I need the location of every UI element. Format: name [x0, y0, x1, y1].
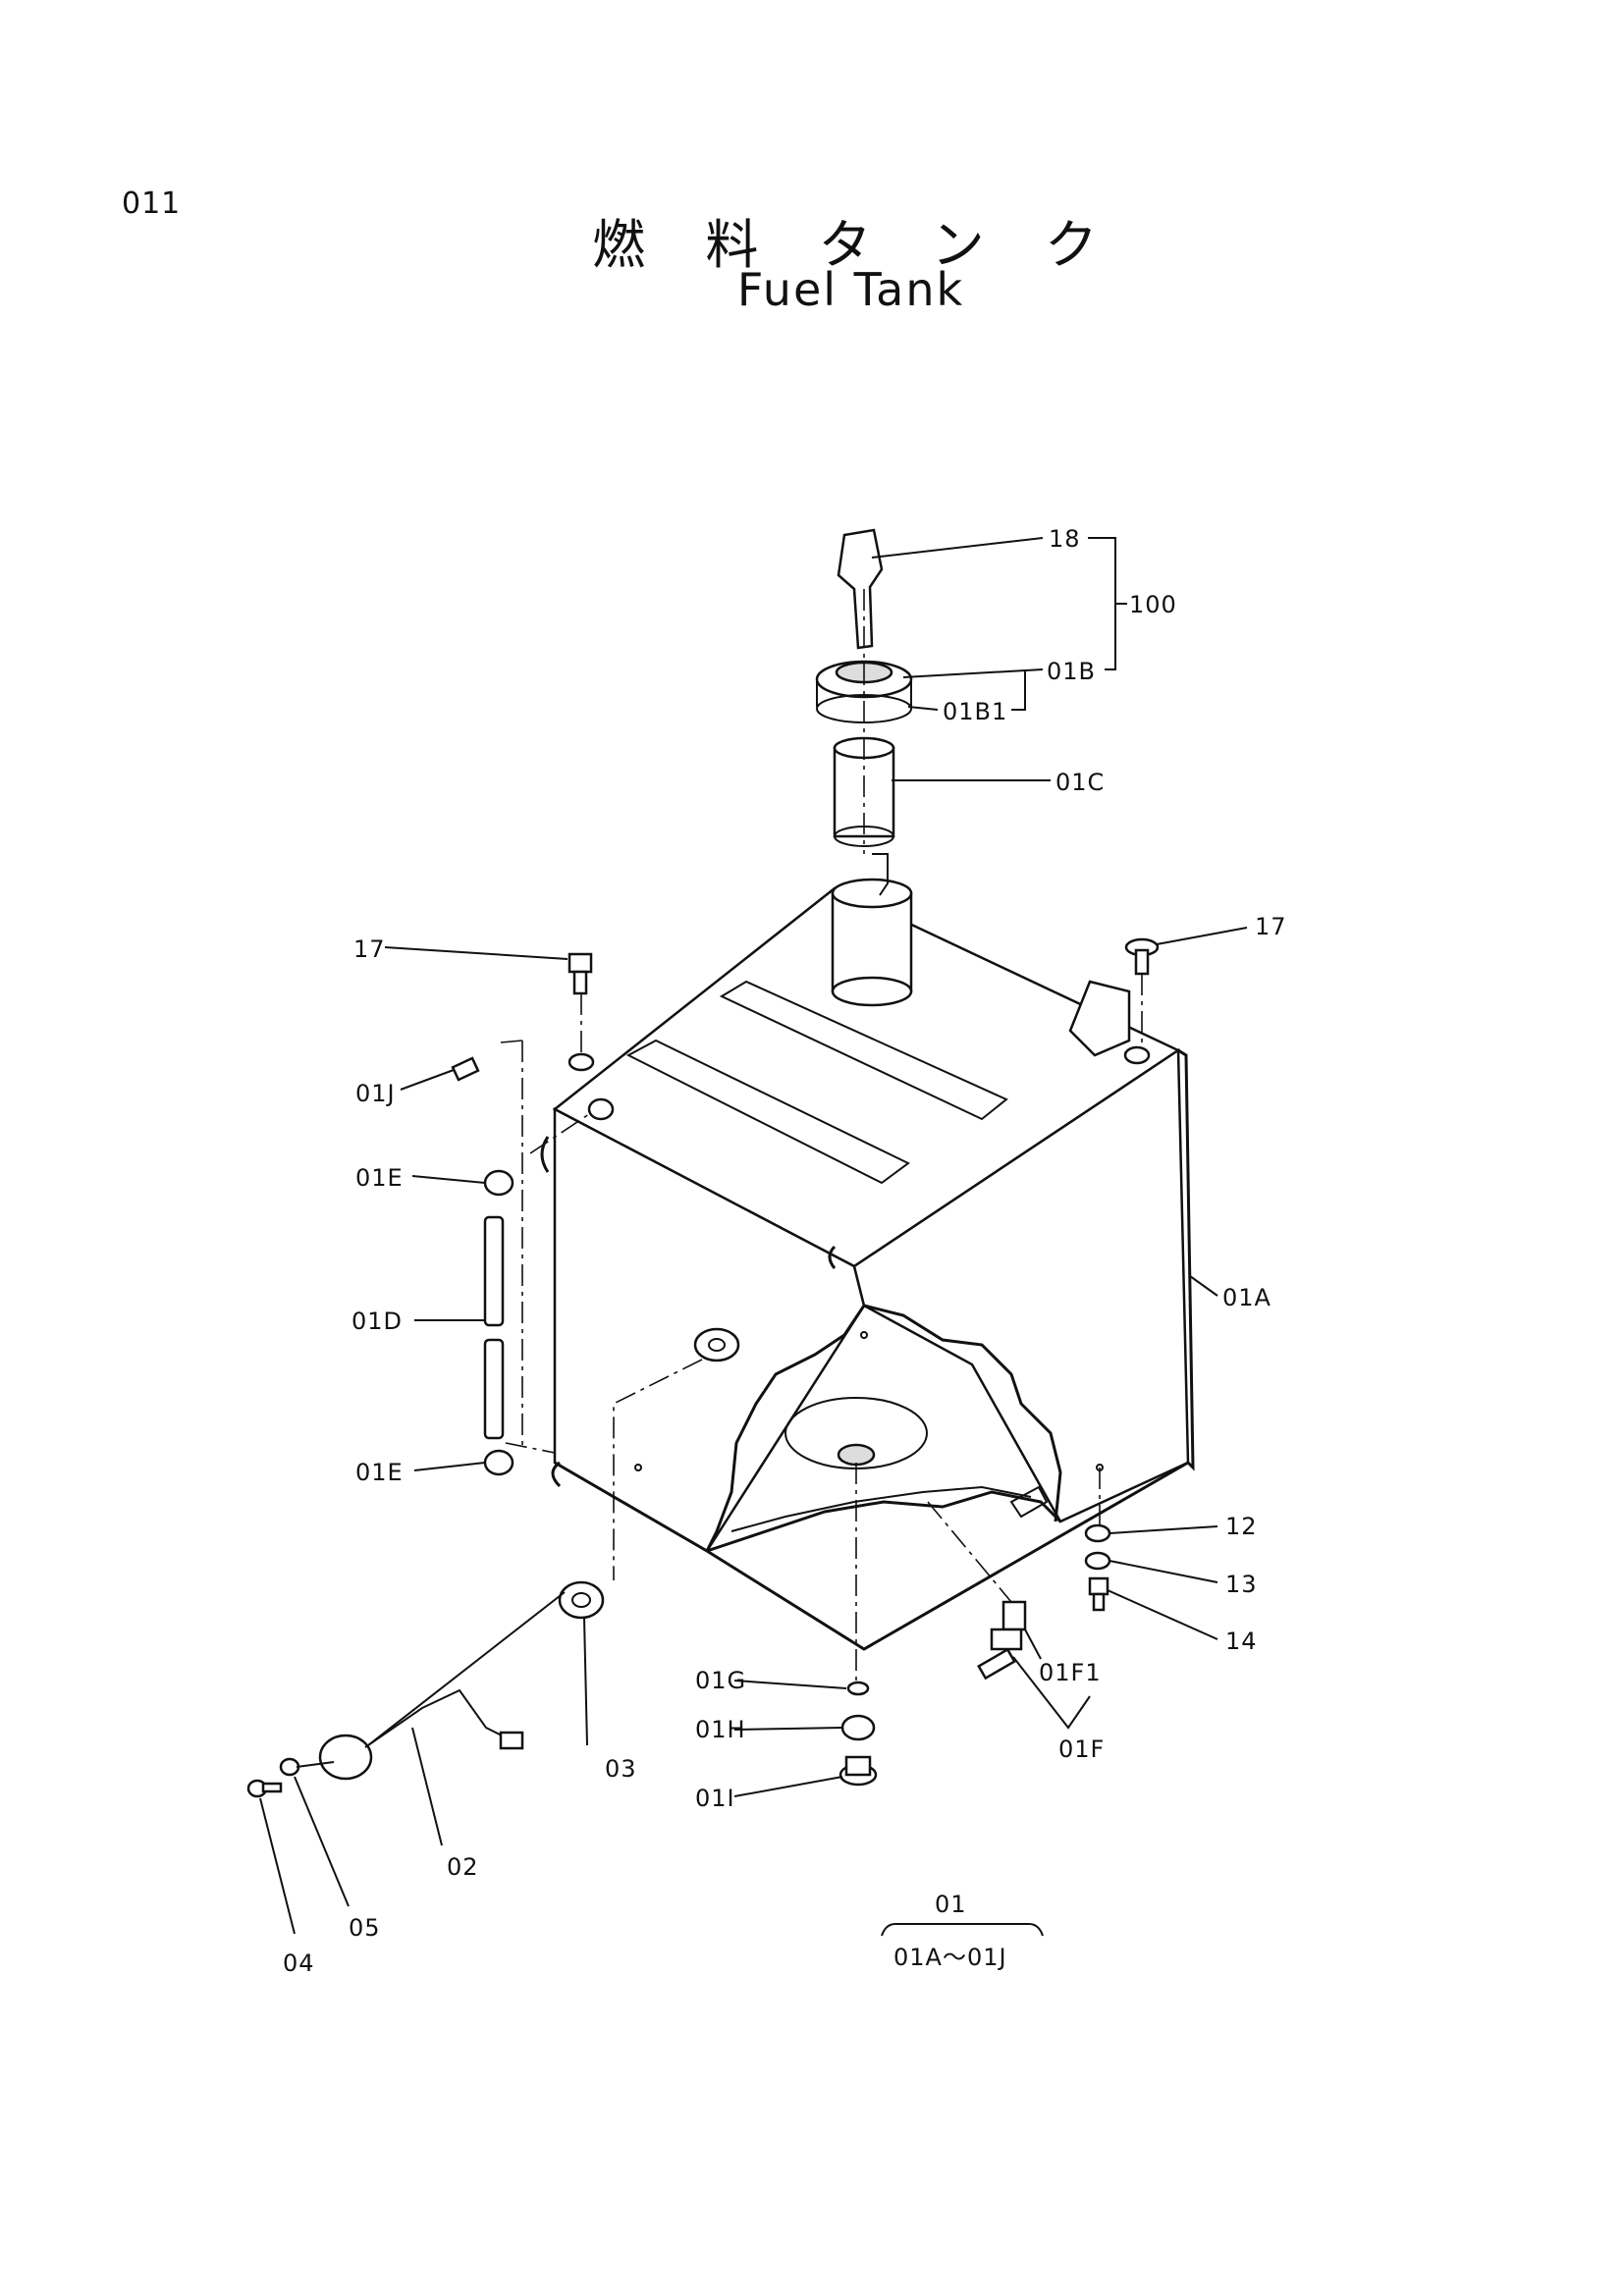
callout-01B: 01B: [1047, 658, 1096, 685]
callout-01B1: 01B1: [943, 698, 1007, 725]
callout-01J: 01J: [355, 1080, 396, 1107]
title-english: Fuel Tank: [736, 263, 965, 316]
callout-01G: 01G: [695, 1667, 746, 1694]
assembly-range-note: 01 01A～01J: [881, 1891, 1044, 1971]
screw-part-04: [246, 1779, 283, 1798]
assembly-number: 01: [935, 1891, 967, 1918]
filler-strainer-01C: [833, 736, 895, 847]
drain-cock-01F: [977, 1600, 1027, 1681]
hose-clip-01E-upper: [483, 1097, 615, 1197]
callout-100: 100: [1129, 591, 1177, 618]
fuel-tank-body: [540, 853, 1195, 1651]
page-number: 011: [122, 187, 182, 221]
callout-05: 05: [349, 1914, 381, 1942]
hose-clip-01E-lower: [483, 1449, 514, 1476]
fitting-01J: [451, 1056, 480, 1082]
fuel-sender-part-02: [318, 1688, 524, 1781]
washer-part-05: [279, 1757, 300, 1777]
callout-labels: 18 100 01B 01B1 01C 17 17 01J 01E 01D 01…: [283, 525, 1287, 1977]
callout-01E-upper: 01E: [355, 1164, 404, 1192]
callout-12: 12: [1225, 1513, 1258, 1540]
callout-01C: 01C: [1055, 769, 1105, 796]
callout-14: 14: [1225, 1628, 1258, 1655]
key-part-18: [837, 528, 884, 650]
callout-02: 02: [447, 1853, 479, 1881]
callout-01F: 01F: [1058, 1735, 1105, 1763]
gasket-part-03: [558, 1580, 605, 1620]
callout-17-left: 17: [353, 935, 386, 963]
callout-01D: 01D: [352, 1308, 403, 1335]
plug-part-01I: [839, 1755, 878, 1787]
callout-01A: 01A: [1222, 1284, 1271, 1311]
callout-01E-lower: 01E: [355, 1459, 404, 1486]
leader-lines: [259, 537, 1248, 1935]
callout-01I: 01I: [695, 1785, 735, 1812]
callout-04: 04: [283, 1949, 315, 1977]
washer-part-12: [1084, 1523, 1111, 1543]
callout-01F1: 01F1: [1039, 1659, 1102, 1686]
assembly-centerlines: [296, 589, 1143, 1768]
callout-13: 13: [1225, 1571, 1258, 1598]
callout-01H: 01H: [695, 1716, 746, 1743]
bolt-part-14: [1088, 1576, 1109, 1612]
bolt-part-17-left: [568, 952, 593, 995]
bolt-part-17-right: [1124, 937, 1160, 976]
packing-part-01H: [840, 1714, 876, 1741]
assembly-range: 01A～01J: [893, 1944, 1007, 1971]
washer-part-13: [1084, 1551, 1111, 1571]
gauge-tube-01D: [483, 1215, 505, 1440]
callout-17-right: 17: [1255, 913, 1287, 940]
callout-18: 18: [1049, 525, 1081, 553]
washer-part-01G: [846, 1681, 870, 1696]
title-japanese: 燃 料 タ ン ク: [592, 214, 1119, 276]
callout-03: 03: [605, 1755, 637, 1783]
